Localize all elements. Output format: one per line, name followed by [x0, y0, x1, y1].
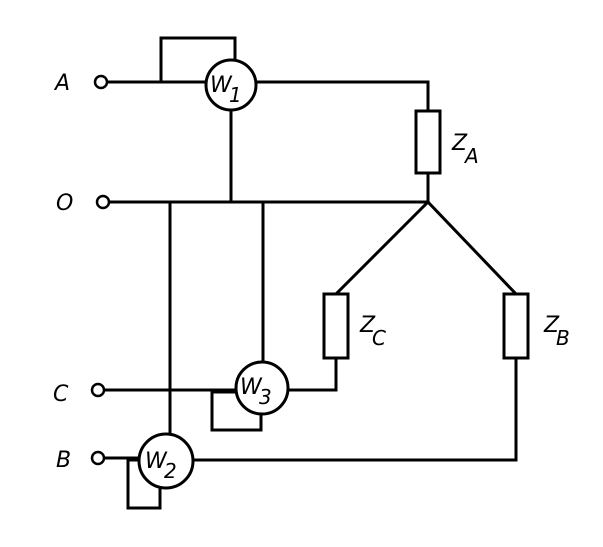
w3-subscript: 3 — [259, 385, 272, 409]
label-o: O — [56, 191, 73, 216]
wattmeter-w1 — [204, 58, 258, 112]
w3-coil-loop — [210, 390, 263, 432]
zc-label: Z — [359, 313, 376, 338]
w2-subscript: 2 — [164, 459, 177, 483]
wattmeter-w3 — [234, 360, 290, 416]
terminal-b — [90, 450, 106, 466]
impedance-za — [414, 109, 442, 175]
za-label: Z — [451, 131, 468, 156]
w1-label: W — [210, 73, 233, 98]
w2-label: W — [145, 449, 168, 474]
wattmeter-w2 — [137, 432, 195, 490]
wire-star-to-zc — [333, 199, 431, 297]
zb-label: Z — [543, 313, 560, 338]
wire-star-to-zb — [425, 199, 519, 297]
label-a: A — [53, 71, 70, 96]
w2-coil-loop — [126, 458, 162, 510]
impedance-zb — [502, 292, 530, 360]
impedance-zc — [322, 292, 350, 360]
terminal-c — [90, 382, 106, 398]
zb-subscript: B — [556, 326, 570, 350]
za-subscript: A — [463, 144, 479, 168]
label-c: C — [53, 382, 69, 407]
w1-subscript: 1 — [229, 83, 242, 107]
terminal-o — [95, 194, 111, 210]
zc-subscript: C — [372, 326, 386, 350]
w3-label: W — [240, 375, 263, 400]
label-b: B — [56, 448, 71, 473]
terminal-a — [93, 74, 109, 90]
w1-coil-loop — [159, 36, 237, 84]
